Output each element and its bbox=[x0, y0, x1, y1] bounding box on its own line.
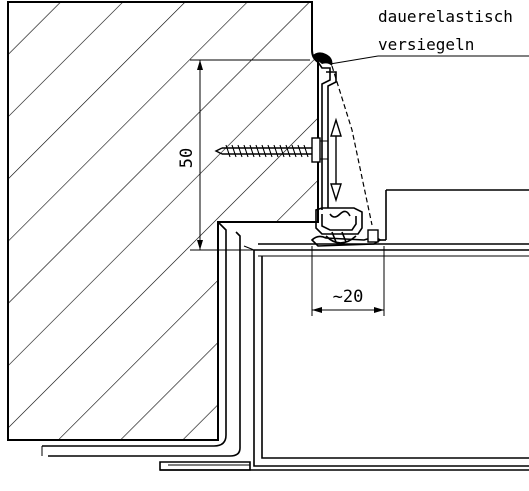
dimension-horizontal: ~20 bbox=[311, 246, 385, 316]
joint-profile bbox=[310, 52, 382, 247]
wall-section bbox=[7, 1, 319, 457]
double-headed-vertical-arrow-icon bbox=[330, 117, 342, 203]
annotation-line-2: versiegeln bbox=[378, 35, 474, 54]
dimension-horizontal-label: ~20 bbox=[333, 287, 364, 307]
annotation-line-1: dauerelastisch bbox=[378, 7, 513, 26]
screw-icon bbox=[214, 137, 328, 163]
dimension-vertical-label: 50 bbox=[177, 148, 197, 168]
annotation-leader bbox=[329, 55, 529, 65]
dimension-vertical: 50 bbox=[177, 59, 310, 251]
frame-element bbox=[159, 189, 529, 471]
